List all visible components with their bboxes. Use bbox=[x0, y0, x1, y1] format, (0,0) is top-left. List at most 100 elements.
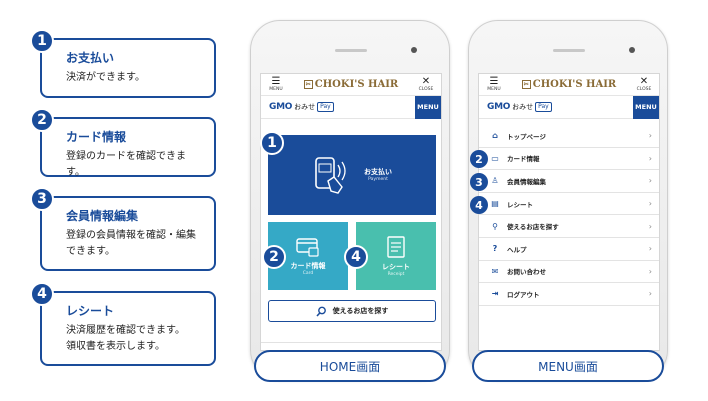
menu-caption: MENU bbox=[487, 87, 501, 92]
menu-screen: ☰ MENU ✂ CHOKI'S HAIR ✕ CLOSE GMO おみせ Pa… bbox=[478, 73, 660, 351]
menu-list: ⌂ トップページ › ▭ カード情報 › ♙ 会員情報編集 › ▤ レシート ›… bbox=[479, 119, 659, 306]
menu-button[interactable]: MENU bbox=[633, 95, 659, 119]
menu-item-top-page[interactable]: ⌂ トップページ › bbox=[479, 125, 659, 148]
menu-item-receipt[interactable]: ▤ レシート › bbox=[479, 193, 659, 216]
feature-card-payment: 1 お支払い 決済ができます。 bbox=[30, 29, 216, 98]
gmo-logo: GMO おみせ Pay bbox=[269, 102, 334, 112]
brand-logo: ✂ CHOKI'S HAIR bbox=[303, 79, 399, 90]
mail-icon: ✉ bbox=[491, 266, 499, 276]
menu-item-find-shop[interactable]: ⚲ 使えるお店を探す › bbox=[479, 215, 659, 238]
scissors-icon: ✂ bbox=[521, 80, 531, 89]
divider bbox=[261, 342, 441, 343]
search-icon bbox=[316, 306, 326, 317]
user-icon: ♙ bbox=[491, 176, 499, 186]
feature-description: 決済ができます。 bbox=[66, 72, 145, 83]
menu-item-label: お問い合わせ bbox=[507, 268, 546, 277]
menu-marker-3: 3 bbox=[470, 173, 488, 191]
feature-number-badge: 1 bbox=[30, 29, 54, 53]
home-icon: ⌂ bbox=[492, 131, 498, 141]
phone-speaker bbox=[335, 49, 367, 52]
chevron-right-icon: › bbox=[648, 131, 652, 141]
find-shop-label: 使えるお店を探す bbox=[332, 307, 389, 315]
phone-home: ☰ MENU ✂ CHOKI'S HAIR ✕ CLOSE GMO おみせ Pa… bbox=[250, 20, 450, 380]
menu-item-member-edit[interactable]: ♙ 会員情報編集 › bbox=[479, 170, 659, 193]
close-caption: CLOSE bbox=[636, 87, 652, 92]
home-marker-2: 2 bbox=[262, 245, 286, 269]
gmo-text: おみせ bbox=[512, 103, 534, 111]
feature-number-badge: 2 bbox=[30, 108, 54, 132]
feature-title: お支払い bbox=[66, 51, 115, 65]
receipt-tile-label: レシート bbox=[382, 262, 410, 271]
pay-badge: Pay bbox=[317, 102, 334, 112]
menu-item-label: 使えるお店を探す bbox=[507, 223, 559, 232]
menu-item-label: 会員情報編集 bbox=[507, 177, 546, 186]
menu-item-contact[interactable]: ✉ お問い合わせ › bbox=[479, 261, 659, 284]
logout-icon: ⇥ bbox=[491, 289, 499, 299]
menu-marker-4: 4 bbox=[470, 196, 488, 214]
hamburger-menu-button[interactable]: ☰ MENU bbox=[483, 76, 505, 93]
brand-logo: ✂ CHOKI'S HAIR bbox=[521, 79, 617, 90]
home-marker-1: 1 bbox=[260, 131, 284, 155]
phone-tap-icon bbox=[315, 157, 346, 194]
close-icon: ✕ bbox=[639, 76, 649, 87]
card-info-tile-label: カード情報 bbox=[290, 261, 326, 270]
close-caption: CLOSE bbox=[418, 87, 434, 92]
close-button[interactable]: ✕ CLOSE bbox=[415, 76, 437, 93]
chevron-right-icon: › bbox=[648, 289, 652, 299]
receipt-icon bbox=[387, 235, 405, 258]
menu-screen-caption: MENU画面 bbox=[472, 350, 664, 382]
menu-item-logout[interactable]: ⇥ ログアウト › bbox=[479, 283, 659, 306]
feature-description: 登録のカードを確認できます。 bbox=[66, 151, 186, 178]
feature-number-badge: 3 bbox=[30, 187, 54, 211]
feature-description-line: できます。 bbox=[66, 246, 115, 257]
find-shop-button[interactable]: 使えるお店を探す bbox=[268, 300, 436, 322]
close-button[interactable]: ✕ CLOSE bbox=[633, 76, 655, 93]
brand-name: CHOKI'S HAIR bbox=[314, 79, 399, 90]
chevron-right-icon: › bbox=[648, 221, 652, 231]
payment-tile-text: お支払い Payment bbox=[364, 168, 392, 183]
brand-name: CHOKI'S HAIR bbox=[532, 79, 617, 90]
pay-badge: Pay bbox=[535, 102, 552, 112]
card-info-tile-sub: Card bbox=[302, 270, 314, 276]
feature-title: カード情報 bbox=[66, 130, 127, 144]
feature-card-member-edit: 3 会員情報編集 登録の会員情報を確認・編集 できます。 bbox=[30, 187, 216, 271]
app-top-bar: ☰ MENU ✂ CHOKI'S HAIR ✕ CLOSE bbox=[479, 74, 659, 96]
feature-description: 登録の会員情報を確認・編集 できます。 bbox=[66, 228, 202, 260]
home-screen: ☰ MENU ✂ CHOKI'S HAIR ✕ CLOSE GMO おみせ Pa… bbox=[260, 73, 442, 351]
chevron-right-icon: › bbox=[648, 153, 652, 163]
menu-item-label: トップページ bbox=[507, 132, 546, 141]
feature-title: レシート bbox=[66, 304, 115, 318]
chevron-right-icon: › bbox=[648, 266, 652, 276]
home-screen-caption: HOME画面 bbox=[254, 350, 446, 382]
gmo-text: おみせ bbox=[294, 103, 316, 111]
hamburger-menu-button[interactable]: ☰ MENU bbox=[265, 76, 287, 93]
chevron-right-icon: › bbox=[648, 199, 652, 209]
menu-caption: MENU bbox=[269, 87, 283, 92]
card-icon: ▭ bbox=[491, 153, 499, 163]
feature-description-line: 領収書を表示します。 bbox=[66, 341, 165, 352]
hamburger-icon: ☰ bbox=[271, 76, 281, 87]
feature-card-card-info: 2 カード情報 登録のカードを確認できます。 bbox=[30, 108, 216, 178]
receipt-icon: ▤ bbox=[491, 199, 499, 209]
chevron-right-icon: › bbox=[648, 176, 652, 186]
menu-item-label: カード情報 bbox=[507, 155, 540, 164]
menu-item-card-info[interactable]: ▭ カード情報 › bbox=[479, 148, 659, 171]
feature-title: 会員情報編集 bbox=[66, 209, 139, 223]
gmo-header: GMO おみせ Pay MENU bbox=[261, 95, 441, 119]
phone-speaker bbox=[553, 49, 585, 52]
menu-item-help[interactable]: ? ヘルプ › bbox=[479, 238, 659, 261]
gmo-word: GMO bbox=[269, 102, 293, 112]
menu-button[interactable]: MENU bbox=[415, 95, 441, 119]
gmo-logo: GMO おみせ Pay bbox=[487, 102, 552, 112]
receipt-tile[interactable]: レシート Receipt bbox=[356, 222, 436, 290]
app-top-bar: ☰ MENU ✂ CHOKI'S HAIR ✕ CLOSE bbox=[261, 74, 441, 96]
gmo-word: GMO bbox=[487, 102, 511, 112]
search-icon: ⚲ bbox=[492, 221, 498, 231]
receipt-tile-sub: Receipt bbox=[387, 271, 405, 277]
payment-tile-label: お支払い bbox=[364, 167, 392, 176]
menu-item-label: ヘルプ bbox=[507, 245, 527, 254]
hamburger-icon: ☰ bbox=[489, 76, 499, 87]
chevron-right-icon: › bbox=[648, 244, 652, 254]
home-marker-4: 4 bbox=[344, 245, 368, 269]
payment-tile[interactable]: お支払い Payment bbox=[268, 135, 436, 215]
